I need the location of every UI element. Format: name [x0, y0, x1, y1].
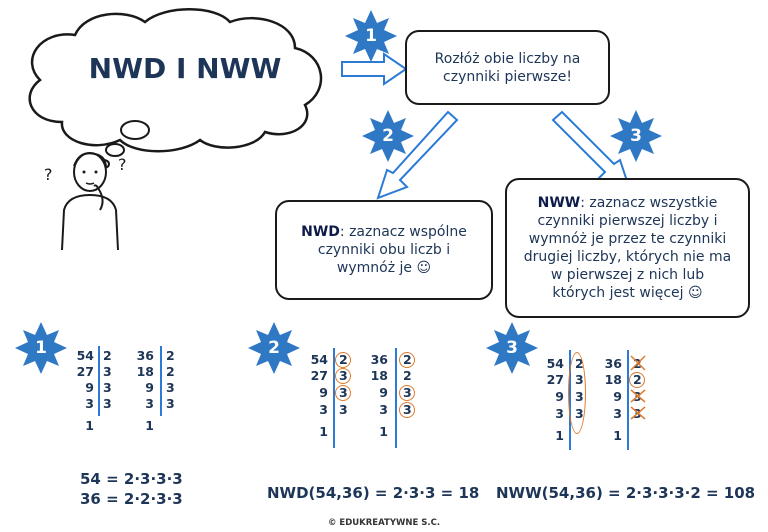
badge-step1-bottom: 1 — [15, 322, 67, 374]
factor: 3 — [103, 396, 112, 411]
divider-line — [395, 348, 397, 448]
mark-circle — [399, 352, 415, 368]
num-9: 9 — [319, 385, 328, 400]
nww-box: NWW: zaznacz wszystkie czynniki pierwsze… — [505, 178, 750, 318]
footer-copyright: © EDUKREATYWNE S.C. — [327, 518, 441, 528]
num-27: 27 — [76, 364, 94, 379]
eq-36: 36 = 2·2·3·3 — [80, 490, 183, 508]
badge-step1-top: 1 — [345, 10, 397, 62]
cross-marks — [630, 355, 646, 420]
factor: 3 — [339, 402, 348, 417]
num-9: 9 — [613, 389, 622, 404]
num-3: 3 — [379, 402, 388, 417]
step1-box: Rozłóż obie liczby na czynniki pierwsze! — [405, 30, 610, 105]
mark-circle — [629, 372, 645, 388]
arrow-to-step1 — [341, 52, 408, 86]
num-54: 54 — [76, 348, 94, 363]
num-1: 1 — [319, 424, 328, 439]
arrow-to-nwd — [376, 110, 459, 200]
eq-nww: NWW(54,36) = 2·3·3·3·2 = 108 — [496, 484, 756, 502]
factor: 3 — [166, 380, 175, 395]
divider-line — [160, 346, 162, 416]
num-18: 18 — [370, 368, 388, 383]
num-18: 18 — [136, 364, 154, 379]
num-3: 3 — [555, 406, 564, 421]
svg-text:?: ? — [44, 165, 53, 184]
mark-oval — [568, 352, 586, 434]
page-title: NWD I NWW — [88, 52, 282, 85]
eq-54: 54 = 2·3·3·3 — [80, 470, 183, 488]
num-3: 3 — [85, 396, 94, 411]
num-18: 18 — [604, 372, 622, 387]
divider-line — [627, 350, 629, 450]
factor: 2 — [403, 368, 412, 383]
num-27: 27 — [310, 368, 328, 383]
num-3: 3 — [145, 396, 154, 411]
mark-circle — [335, 385, 351, 401]
badge-step3-top: 3 — [610, 110, 662, 162]
factor: 2 — [166, 348, 175, 363]
nwd-box: NWD: zaznacz wspólne czynniki obu liczb … — [275, 200, 493, 300]
num-9: 9 — [85, 380, 94, 395]
factor: 2 — [103, 348, 112, 363]
divider-line — [333, 348, 335, 448]
num-3: 3 — [319, 402, 328, 417]
mark-circle — [335, 368, 351, 384]
factor: 2 — [166, 364, 175, 379]
num-1: 1 — [145, 418, 154, 433]
num-36: 36 — [604, 356, 622, 371]
num-36: 36 — [370, 352, 388, 367]
factor: 3 — [103, 380, 112, 395]
badge-step3-bottom: 3 — [486, 322, 538, 374]
svg-text:?: ? — [118, 155, 127, 174]
factor: 3 — [103, 364, 112, 379]
num-9: 9 — [145, 380, 154, 395]
num-27: 27 — [546, 372, 564, 387]
badge-step2-top: 2 — [362, 110, 414, 162]
num-36: 36 — [136, 348, 154, 363]
nwd-instruction: : zaznacz wspólne czynniki obu liczb i w… — [317, 224, 467, 276]
nww-instruction: : zaznacz wszystkie czynniki pierwszej l… — [523, 195, 732, 301]
num-9: 9 — [379, 385, 388, 400]
num-1: 1 — [613, 428, 622, 443]
step1-text: Rozłóż obie liczby na czynniki pierwsze! — [434, 50, 581, 85]
factor: 3 — [166, 396, 175, 411]
mark-circle — [335, 352, 351, 368]
eq-nwd: NWD(54,36) = 2·3·3 = 18 — [267, 484, 480, 502]
num-54: 54 — [546, 356, 564, 371]
nww-label: NWW — [537, 195, 581, 211]
num-1: 1 — [379, 424, 388, 439]
num-9: 9 — [555, 389, 564, 404]
num-1: 1 — [85, 418, 94, 433]
num-1: 1 — [555, 428, 564, 443]
mark-circle — [399, 385, 415, 401]
badge-step2-bottom: 2 — [248, 322, 300, 374]
divider-line — [98, 346, 100, 416]
mark-circle — [399, 402, 415, 418]
num-3: 3 — [613, 406, 622, 421]
thinking-boy-illustration: ? ? — [44, 152, 127, 250]
nwd-label: NWD — [301, 224, 340, 240]
num-54: 54 — [310, 352, 328, 367]
